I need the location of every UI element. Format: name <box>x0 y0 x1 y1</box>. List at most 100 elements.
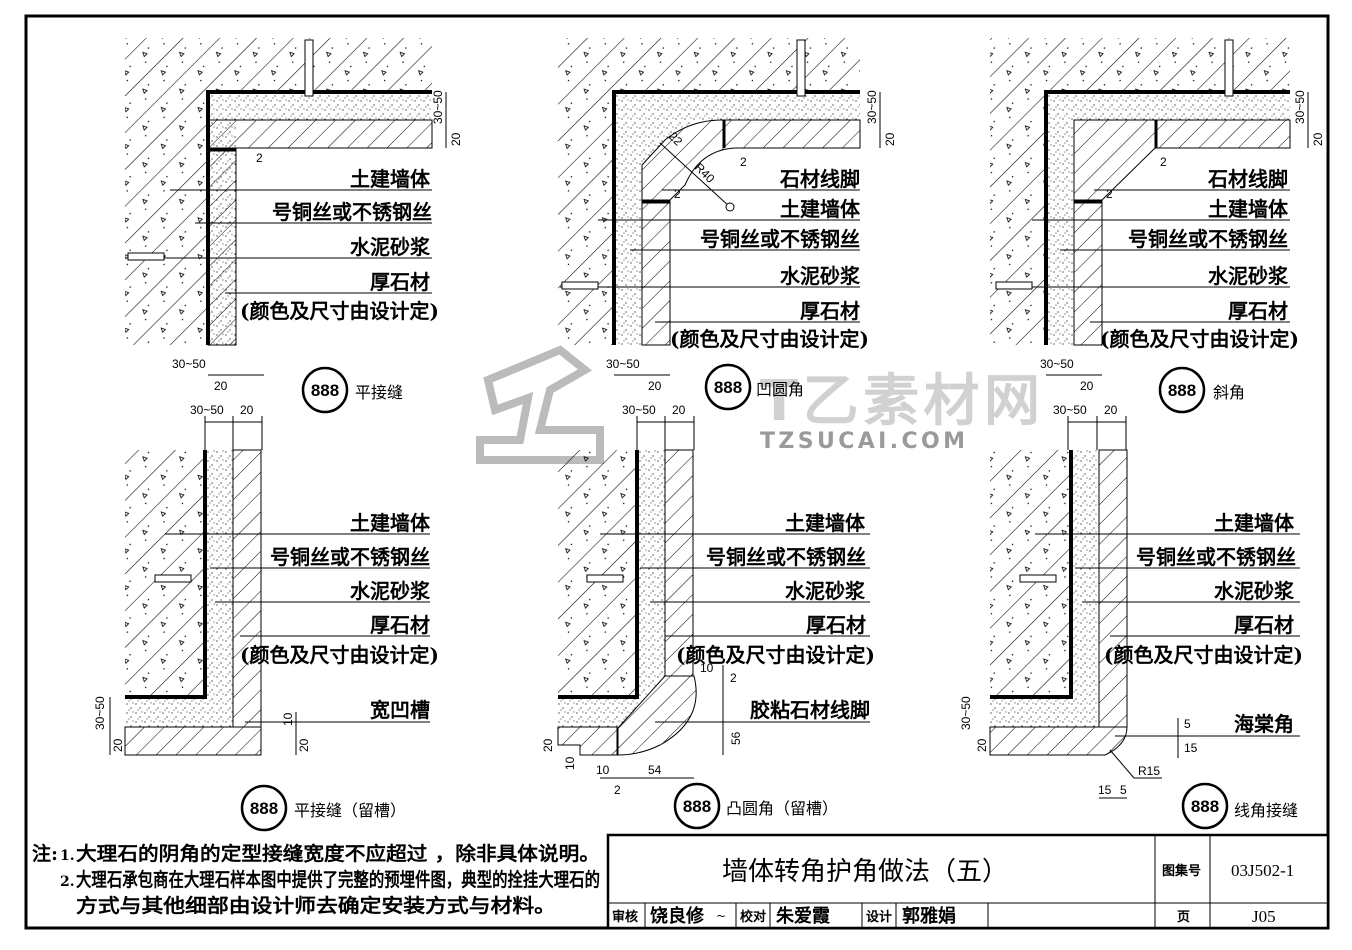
d2-dim-2-side: 2 <box>674 187 681 201</box>
d2-dim-20-right: 20 <box>883 132 897 146</box>
d6-dim-15-vert: 15 <box>1184 741 1198 755</box>
designer-name: 郭雅娟 <box>902 905 956 927</box>
detail-6-corner-joint <box>989 449 1300 799</box>
d1-caption: 平接缝 <box>355 383 403 402</box>
d5-label-stone: 厚石材 <box>806 613 866 637</box>
d1-detail-bubble <box>301 366 349 414</box>
d5-dim-56: 56 <box>729 731 743 745</box>
d2-label-skirting: 石材线脚 <box>779 167 860 191</box>
watermark-brand: T乙素材网 <box>760 369 1040 434</box>
d5-dim-10-left: 10 <box>563 756 577 770</box>
d5-dim-2-vert: 2 <box>730 671 737 685</box>
d3-label-wire: 号铜丝或不锈钢丝 <box>1128 227 1288 251</box>
note-1-text: 大理石的阴角的定型接缝宽度不应超过 ，除非具体说明。 <box>76 842 600 865</box>
d6-label-stone-note: (颜色及尺寸由设计定) <box>1104 643 1303 667</box>
d3-label-mortar: 水泥砂浆 <box>1208 264 1289 288</box>
check-label: 校对 <box>740 909 766 925</box>
detail-3-bevel <box>990 38 1309 376</box>
d6-dim-5-vert: 5 <box>1184 717 1191 731</box>
d6-bubble-number: 888 <box>1191 797 1219 816</box>
note-1-number: 1. <box>60 848 75 864</box>
page-number: J05 <box>1252 907 1276 926</box>
d6-label-mortar: 水泥砂浆 <box>1214 579 1295 603</box>
d3-dim-20-right: 20 <box>1311 132 1325 146</box>
d3-dim-2-side: 2 <box>1106 187 1113 201</box>
detail-5-convex-round-grooved <box>557 449 870 779</box>
d6-dim-r15: R15 <box>1138 764 1160 778</box>
d5-label-wire: 号铜丝或不锈钢丝 <box>706 545 866 569</box>
d4-label-mortar: 水泥砂浆 <box>350 579 431 603</box>
note-2-number: 2. <box>60 874 75 890</box>
d3-caption: 斜角 <box>1213 383 1245 402</box>
d6-label-stone: 厚石材 <box>1234 613 1294 637</box>
d3-label-stone: 厚石材 <box>1228 299 1288 323</box>
reviewer-signature: ~ <box>716 909 726 923</box>
review-label: 审核 <box>612 909 638 925</box>
d3-dim-3050-right: 30~50 <box>1293 90 1307 124</box>
d4-dim-3050-left: 30~50 <box>93 696 107 730</box>
d4-dim-20-top: 20 <box>240 403 254 417</box>
d6-dim-15-bottom: 15 <box>1098 783 1112 797</box>
d2-dim-20-bottom: 20 <box>648 379 662 393</box>
d4-dim-20-left: 20 <box>111 738 125 752</box>
notes-prefix: 注: <box>32 842 58 865</box>
d5-dim-20-left: 20 <box>541 738 555 752</box>
d4-dim-10-right: 10 <box>281 712 295 726</box>
d5-dim-2-bottom: 2 <box>614 783 621 797</box>
d4-label-wire: 号铜丝或不锈钢丝 <box>270 545 430 569</box>
checker-name: 朱爱霞 <box>776 905 831 927</box>
d5-dim-10-bottom: 10 <box>596 763 610 777</box>
drawing-title: 墙体转角护角做法（五） <box>722 857 1008 887</box>
d5-label-stone-note: (颜色及尺寸由设计定) <box>676 643 875 667</box>
d5-caption: 凸圆角（留槽） <box>726 799 838 818</box>
note-2-text-a: 大理石承包商在大理石样本图中提供了完整的预埋件图，典型的拴挂大理石的 <box>76 868 600 891</box>
d6-label-begonia-corner: 海棠角 <box>1234 712 1294 736</box>
d2-dim-3050-right: 30~50 <box>865 90 879 124</box>
d6-dim-3050-left: 30~50 <box>959 696 973 730</box>
d5-label-wall: 土建墙体 <box>785 511 866 535</box>
notes: 注: 1. 大理石的阴角的定型接缝宽度不应超过 ，除非具体说明。 2. 大理石承… <box>32 842 600 917</box>
d4-label-stone-note: (颜色及尺寸由设计定) <box>240 643 439 667</box>
d2-dim-3050-bottom: 30~50 <box>606 357 640 371</box>
d5-dim-10-vert: 10 <box>700 661 714 675</box>
d5-bubble-number: 888 <box>683 797 711 816</box>
d2-dim-2-top: 2 <box>740 155 747 169</box>
d2-label-stone-note: (颜色及尺寸由设计定) <box>670 327 869 351</box>
d5-label-mortar: 水泥砂浆 <box>785 579 866 603</box>
d1-label-wall: 土建墙体 <box>350 167 431 191</box>
d5-label-glued-skirting: 胶粘石材线脚 <box>750 698 870 722</box>
d6-dim-20-left: 20 <box>975 738 989 752</box>
d1-bubble-number: 888 <box>311 381 339 400</box>
d2-label-stone: 厚石材 <box>800 299 860 323</box>
d3-dim-3050-bottom: 30~50 <box>1040 357 1074 371</box>
d6-label-wall: 土建墙体 <box>1214 511 1295 535</box>
d4-dim-3050-top: 30~50 <box>190 403 224 417</box>
d6-dim-5-bottom: 5 <box>1120 783 1127 797</box>
d1-label-stone: 厚石材 <box>370 270 430 294</box>
detail-4-flat-joint-grooved <box>109 449 430 756</box>
title-block <box>606 833 1330 930</box>
d3-dim-2-top: 2 <box>1160 155 1167 169</box>
d2-label-wire: 号铜丝或不锈钢丝 <box>700 227 860 251</box>
d3-label-skirting: 石材线脚 <box>1207 167 1288 191</box>
d2-label-wall: 土建墙体 <box>780 197 861 221</box>
d1-label-mortar: 水泥砂浆 <box>350 235 431 259</box>
design-label: 设计 <box>866 909 892 925</box>
note-2-text-b: 方式与其他细部由设计师去确定安装方式与材料。 <box>76 894 556 917</box>
d2-label-mortar: 水泥砂浆 <box>780 264 861 288</box>
d6-caption: 线角接缝 <box>1234 801 1298 820</box>
d1-label-wire: 号铜丝或不锈钢丝 <box>272 200 432 224</box>
d6-dim-20-top: 20 <box>1104 403 1118 417</box>
d4-detail-bubble <box>240 784 288 832</box>
d3-bubble-number: 888 <box>1168 381 1196 400</box>
d3-label-stone-note: (颜色及尺寸由设计定) <box>1100 327 1299 351</box>
page-label: 页 <box>1177 910 1190 925</box>
d5-dim-20-top: 20 <box>672 403 686 417</box>
d2-bubble-number: 888 <box>714 378 742 397</box>
detail-2-concave-round <box>558 38 881 376</box>
watermark: T乙素材网 TZSUCAI.COM <box>476 345 1040 464</box>
d3-dim-20-bottom: 20 <box>1080 379 1094 393</box>
watermark-url: TZSUCAI.COM <box>760 429 965 454</box>
reviewer-name: 饶良修 <box>650 905 705 927</box>
